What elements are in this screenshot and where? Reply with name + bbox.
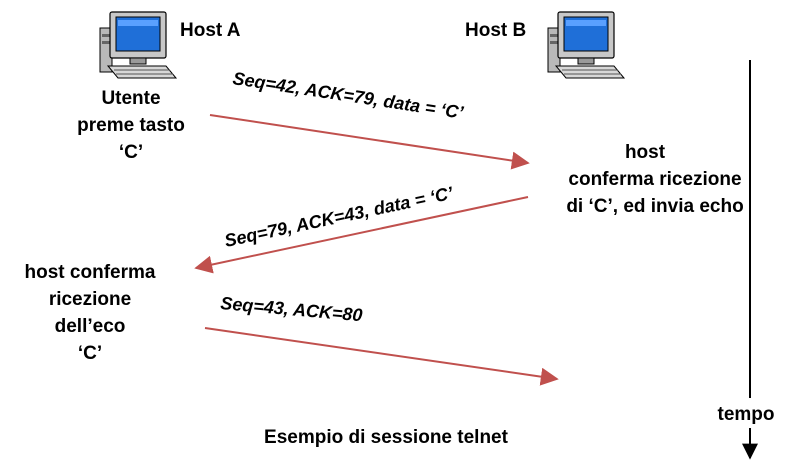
note-line: ricezione [49, 289, 131, 310]
note-line: conferma ricezione [568, 169, 741, 190]
note-line: ‘C’ [119, 142, 143, 163]
message-label: Seq=79, ACK=43, data = ‘C’ [223, 183, 456, 251]
message-1: Seq=42, ACK=79, data = ‘C’ [209, 68, 530, 170]
note-host-a-echo-ack: host conferma ricezione dell’eco ‘C’ [25, 262, 156, 364]
note-line: Utente [101, 88, 160, 109]
message-arrow [209, 114, 530, 170]
message-2: Seq=79, ACK=43, data = ‘C’ [194, 183, 529, 274]
host-b-label: Host B [465, 20, 526, 41]
note-line: di ‘C’, ed invia echo [566, 196, 743, 217]
host-a-label: Host A [180, 20, 241, 41]
note-line: host conferma [25, 262, 156, 283]
message-label: Seq=42, ACK=79, data = ‘C’ [231, 68, 465, 123]
message-arrow [204, 327, 559, 386]
computer-icon [547, 11, 625, 79]
computer-icon [99, 11, 177, 79]
diagram-caption: Esempio di sessione telnet [264, 427, 509, 448]
note-line: host [625, 142, 666, 163]
note-host-b-ack: host conferma ricezione di ‘C’, ed invia… [566, 142, 743, 217]
time-axis-label: tempo [718, 404, 775, 425]
message-arrow [194, 196, 529, 274]
host-a: Host A [99, 11, 241, 79]
note-line: preme tasto [77, 115, 185, 136]
note-user-presses-key: Utente preme tasto ‘C’ [77, 88, 185, 163]
host-b: Host B [465, 11, 625, 79]
note-line: dell’eco [55, 316, 126, 337]
message-3: Seq=43, ACK=80 [204, 293, 559, 386]
note-line: ‘C’ [78, 343, 102, 364]
message-label: Seq=43, ACK=80 [220, 293, 364, 325]
time-axis: tempo [718, 60, 775, 460]
